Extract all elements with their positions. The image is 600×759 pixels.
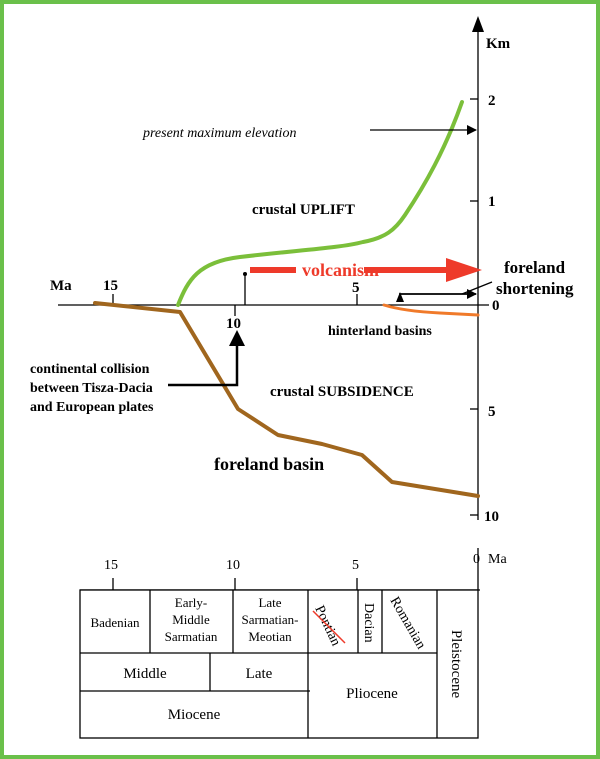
subepoch-late: Late: [246, 666, 273, 682]
stage-early-middle-sarmatian-2: Middle: [172, 612, 210, 627]
foreland-shortening-pointer: [461, 281, 493, 295]
stage-badenian: Badenian: [90, 615, 140, 630]
y-tick-label-2: 2: [488, 93, 496, 109]
stage-late-sarmatian-meotian-3: Meotian: [248, 629, 292, 644]
y-axis-unit: Km: [486, 36, 511, 52]
x-tick-label-5: 5: [352, 280, 360, 296]
volcanism-label-bg: [296, 258, 364, 280]
collision-label-2: between Tisza-Dacia: [30, 381, 153, 396]
epoch-pliocene: Pliocene: [346, 686, 398, 702]
timescale-table: [79, 589, 479, 739]
crustal-subsidence-label: crustal SUBSIDENCE: [270, 384, 414, 400]
x-axis-unit: Ma: [50, 278, 72, 294]
foreland-shortening-label-2: shortening: [496, 279, 574, 298]
hinterland-basins-curve: [382, 303, 480, 317]
crustal-uplift-label: crustal UPLIFT: [252, 202, 355, 218]
uplift-curve: [176, 100, 464, 307]
volcanism-onset-dot: [243, 272, 247, 276]
hinterland-basins-label: hinterland basins: [328, 324, 432, 339]
volcanism-arrow-head: [446, 258, 482, 282]
y-tick-label-5: 5: [488, 404, 496, 420]
volcanism-label: volcanism: [302, 260, 379, 280]
x-tick-label-10: 10: [226, 316, 241, 332]
elevation-axis-arrowhead: [472, 16, 484, 32]
timescale-label-5: 5: [352, 558, 359, 573]
collision-label-1: continental collision: [30, 362, 150, 377]
timescale-label-10: 10: [226, 558, 240, 573]
timescale-unit: Ma: [488, 552, 507, 567]
collision-label-3: and European plates: [30, 400, 154, 415]
stage-late-sarmatian-meotian-1: Late: [258, 595, 281, 610]
y-tick-label-1: 1: [488, 194, 496, 210]
subepoch-middle: Middle: [123, 666, 167, 682]
foreland-shortening-marker: [396, 292, 404, 302]
stage-early-middle-sarmatian-3: Sarmatian: [165, 629, 218, 644]
y-tick-label-10: 10: [484, 509, 499, 525]
collision-arrow: [168, 344, 239, 387]
foreland-shortening-label-1: foreland: [504, 258, 566, 277]
timescale-label-0: 0: [473, 552, 480, 567]
epoch-miocene: Miocene: [168, 707, 221, 723]
x-tick-label-15: 15: [103, 278, 118, 294]
stage-dacian: Dacian: [361, 603, 376, 643]
epoch-pleistocene: Pleistocene: [448, 630, 464, 699]
foreland-basin-label: foreland basin: [214, 454, 324, 474]
foreland-basin-curve: [93, 301, 480, 498]
timescale-label-15: 15: [104, 558, 118, 573]
stage-late-sarmatian-meotian-2: Sarmatian-: [241, 612, 298, 627]
foreland-shortening-arrow: [399, 289, 477, 300]
stage-early-middle-sarmatian-1: Early-: [175, 595, 207, 610]
pontian-strike: [312, 610, 346, 644]
collision-arrowhead: [229, 330, 245, 346]
present-max-elevation-label: present maximum elevation: [142, 126, 296, 141]
y-tick-label-0: 0: [492, 298, 500, 314]
